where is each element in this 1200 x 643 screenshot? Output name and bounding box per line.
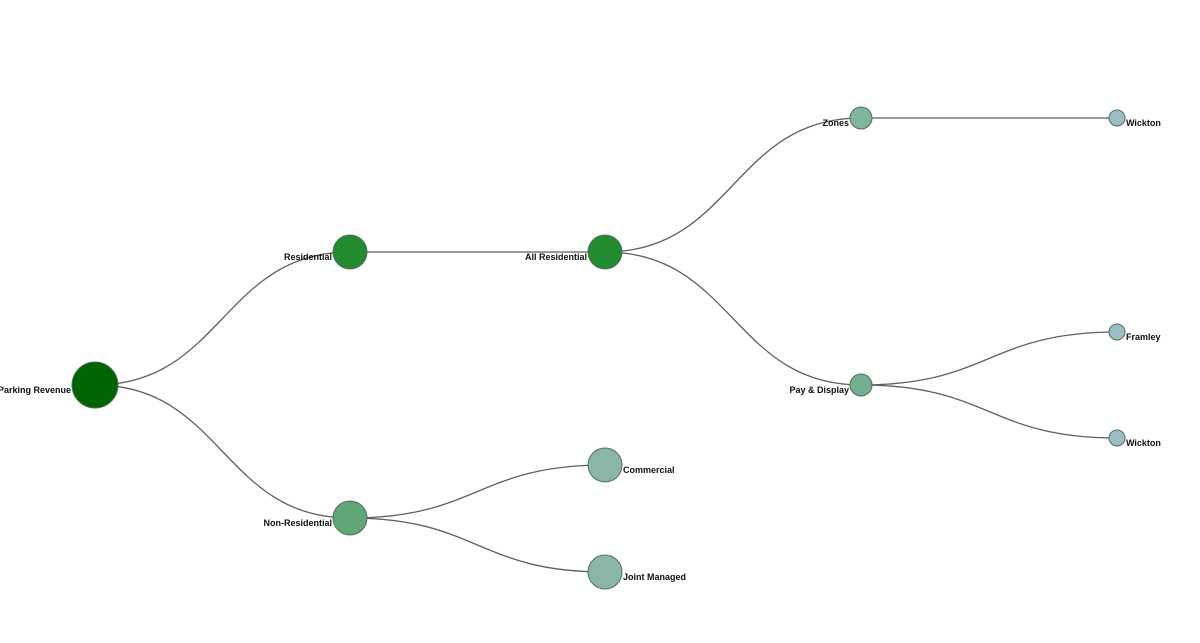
link-all-residential-to-zones [604, 117, 862, 253]
nodes-layer: Parking Revenue Residential All Residentia… [0, 106, 1161, 590]
link-non-residential-to-commercial [349, 464, 606, 519]
node-circle-wickton[interactable] [1108, 109, 1126, 127]
node-label-joint-managed: Joint Managed [623, 572, 686, 582]
node-circle-all-residential[interactable] [587, 234, 623, 270]
tree-node-wickton[interactable]: Wickton [1108, 109, 1161, 128]
node-label-commercial: Commercial [623, 465, 675, 475]
node-label-wickton: Wickton [1126, 438, 1161, 448]
node-circle-commercial[interactable] [587, 447, 623, 483]
links-layer [94, 117, 1118, 573]
node-label-residential: Residential [284, 252, 332, 262]
tree-node-joint-managed[interactable]: Joint Managed [587, 554, 686, 590]
node-label-all-residential: All Residential [525, 252, 587, 262]
node-circle-wickton[interactable] [1108, 429, 1126, 447]
link-parking-revenue-to-non-residential [94, 384, 351, 519]
node-circle-residential[interactable] [332, 234, 368, 270]
link-parking-revenue-to-residential [94, 251, 351, 386]
node-circle-zones[interactable] [849, 106, 873, 130]
node-circle-framley[interactable] [1108, 323, 1126, 341]
node-label-non-residential: Non-Residential [263, 518, 332, 528]
node-circle-non-residential[interactable] [332, 500, 368, 536]
tree-node-all-residential[interactable]: All Residential [525, 234, 623, 270]
node-label-wickton: Wickton [1126, 118, 1161, 128]
node-label-pay-and-display: Pay & Display [789, 385, 849, 395]
link-all-residential-to-pay-and-display [604, 251, 862, 386]
tree-node-residential[interactable]: Residential [284, 234, 368, 270]
tree-node-framley[interactable]: Framley [1108, 323, 1161, 342]
node-label-framley: Framley [1126, 332, 1161, 342]
tree-node-zones[interactable]: Zones [822, 106, 873, 130]
link-pay-and-display-to-framley [860, 331, 1118, 386]
tree-node-pay-and-display[interactable]: Pay & Display [789, 373, 873, 397]
node-circle-joint-managed[interactable] [587, 554, 623, 590]
tree-node-commercial[interactable]: Commercial [587, 447, 675, 483]
link-non-residential-to-joint-managed [349, 517, 606, 573]
link-pay-and-display-to-wickton [860, 384, 1118, 439]
tree-node-parking-revenue[interactable]: Parking Revenue [0, 361, 119, 409]
node-circle-pay-and-display[interactable] [849, 373, 873, 397]
node-circle-parking-revenue[interactable] [71, 361, 119, 409]
tree-node-non-residential[interactable]: Non-Residential [263, 500, 368, 536]
node-label-zones: Zones [822, 118, 849, 128]
tree-node-wickton[interactable]: Wickton [1108, 429, 1161, 448]
node-label-parking-revenue: Parking Revenue [0, 385, 71, 395]
